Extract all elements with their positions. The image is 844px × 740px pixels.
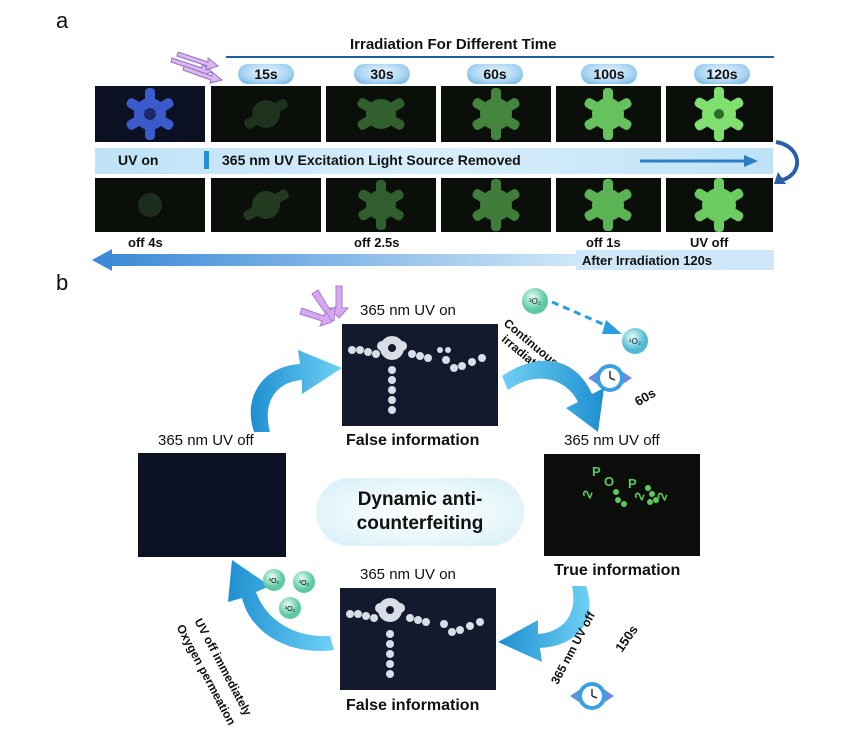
off-1s-label: off 1s [586,235,621,250]
svg-text:³O₂: ³O₂ [285,606,296,613]
o2-triplet-top: ³O₂ [522,288,548,314]
snowflake-tile-100s [556,86,661,142]
off-2-5s-label: off 2.5s [354,235,400,250]
time-pill-60s: 60s [467,64,523,84]
photo-left-uv-off [138,453,286,557]
time-150s: 150s [612,622,641,655]
center-line-1: Dynamic anti- [357,489,483,510]
arrow-right-to-bottom [498,586,590,662]
svg-text:O: O [604,474,614,489]
snowflake-tile-15s [211,86,321,142]
time-pill-120s: 120s [694,64,750,84]
time-pill-15s: 15s [238,64,294,84]
snowflake-tile-60s [441,86,551,142]
top-caption: 365 nm UV on [360,302,456,319]
snowflake-tile-uv-on [95,86,205,142]
o2-molecules-left: ³O₂ ³O₂ ³O₂ [263,569,315,619]
uv-on-label: UV on [118,152,159,168]
photo-bottom-false-info [340,588,496,690]
snowflake-tile-uvoff [666,178,773,232]
arrow-bottom-to-left [228,560,334,651]
clock-icon-60s [588,364,632,392]
curved-return-arrow [774,140,800,184]
svg-text:P: P [628,476,637,491]
panel-a-label: a [56,8,69,33]
time-60s: 60s [632,385,659,409]
bottom-caption: 365 nm UV on [360,566,456,583]
svg-text:2: 2 [579,488,596,500]
top-false-info: False information [346,432,480,449]
panel-b-label: b [56,270,69,295]
uv-off-label: UV off [690,235,729,250]
svg-text:P: P [592,464,601,479]
svg-text:2: 2 [654,490,671,502]
dynamic-anticounterfeiting-badge: Dynamic anti- counterfeiting [316,478,524,546]
svg-text:³O₂: ³O₂ [269,578,280,585]
center-line-2: counterfeiting [356,513,484,534]
dashed-arrow [551,300,622,334]
irradiation-header: Irradiation For Different Time [350,36,557,53]
snowflake-tile-off4s [95,178,205,232]
snowflake-tile-120s [666,86,773,142]
clock-icon-150s [570,682,614,710]
svg-text:¹O₂: ¹O₂ [629,337,641,346]
after-band [576,250,774,270]
snowflake-tile-off-b [441,178,551,232]
snowflake-tile-off25s [326,178,436,232]
band-marker [204,151,209,169]
light-removed-label: 365 nm UV Excitation Light Source Remove… [222,152,521,168]
arrow-left-to-top [250,350,342,432]
uv-rays-icon-b [299,285,350,327]
snowflake-tile-30s [326,86,436,142]
time-pill-30s: 30s [354,64,410,84]
snowflake-tile-off1s [556,178,661,232]
off-4s-label: off 4s [128,235,163,250]
header-line [226,56,774,58]
snowflake-tile-off-a [211,178,321,232]
after-irradiation-label: After Irradiation 120s [582,253,713,268]
band-arrow [640,155,758,167]
svg-text:³O₂: ³O₂ [529,297,541,306]
left-caption: 365 nm UV off [158,432,254,449]
photo-top-false-info [342,324,498,426]
right-caption: 365 nm UV off [564,432,660,449]
time-pill-100s: 100s [581,64,637,84]
right-true-info: True information [554,562,681,579]
arrow-top-to-right [502,360,604,432]
svg-text:³O₂: ³O₂ [299,580,310,587]
uv-rays-icon [170,52,224,84]
bottom-false-info: False information [346,697,480,714]
svg-text:2: 2 [631,490,648,502]
o2-singlet: ¹O₂ [622,328,648,354]
after-irradiation-arrow [92,249,578,271]
